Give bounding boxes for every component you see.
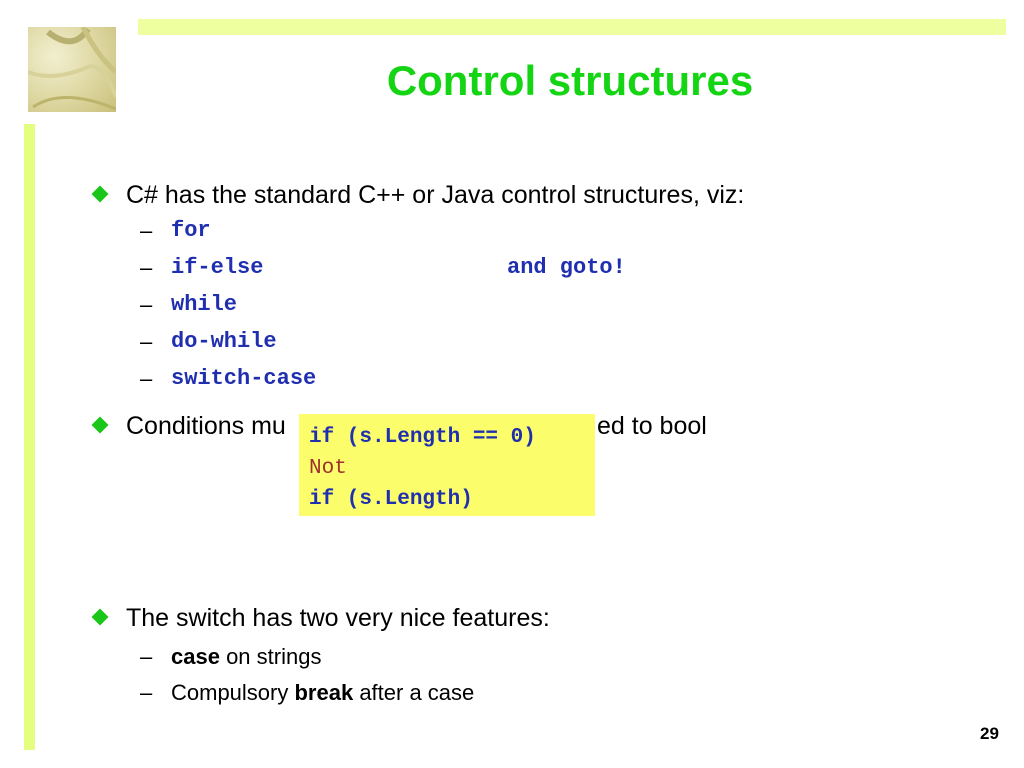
dash-marker: – <box>140 329 153 354</box>
bullet-text-end: ed to bool <box>597 412 707 440</box>
code-item: while <box>171 292 238 317</box>
dash-marker: – <box>140 680 153 705</box>
code-line-not: Not <box>309 457 347 480</box>
feature-after: after a case <box>353 680 475 705</box>
code-item: for <box>171 218 211 243</box>
corner-decor-image <box>28 27 116 112</box>
code-item: do-while <box>171 329 277 354</box>
code-callout-box: if (s.Length == 0) Not if (s.Length) <box>299 414 595 516</box>
bullet-text-start: Conditions mu <box>126 412 286 440</box>
diamond-bullet-icon <box>91 416 109 434</box>
bold-term: break <box>294 680 354 705</box>
feature-text: Compulsory break after a case <box>171 681 474 705</box>
top-decor-bar <box>138 19 1006 35</box>
feature-text: case on strings <box>171 645 321 669</box>
diamond-bullet-icon <box>91 608 109 626</box>
slide-title: Control structures <box>386 57 754 104</box>
dash-marker: – <box>140 644 153 669</box>
bullet-text: C# has the standard C++ or Java control … <box>126 181 745 209</box>
feature-before: Compulsory <box>171 680 295 705</box>
code-line: if (s.Length) <box>309 488 473 511</box>
page-number: 29 <box>980 724 999 743</box>
bullet-text: The switch has two very nice features: <box>126 604 550 632</box>
diamond-bullet-icon <box>91 185 109 203</box>
feature-rest: on strings <box>219 644 322 669</box>
dash-marker: – <box>140 255 153 280</box>
dash-marker: – <box>140 366 153 391</box>
dash-marker: – <box>140 292 153 317</box>
left-decor-bar <box>24 124 35 750</box>
dash-marker: – <box>140 218 153 243</box>
code-line: if (s.Length == 0) <box>309 426 536 449</box>
bold-term: case <box>171 644 220 669</box>
code-item: if-else <box>171 255 264 280</box>
code-item: switch-case <box>171 366 317 391</box>
code-aside: and goto! <box>507 255 626 280</box>
